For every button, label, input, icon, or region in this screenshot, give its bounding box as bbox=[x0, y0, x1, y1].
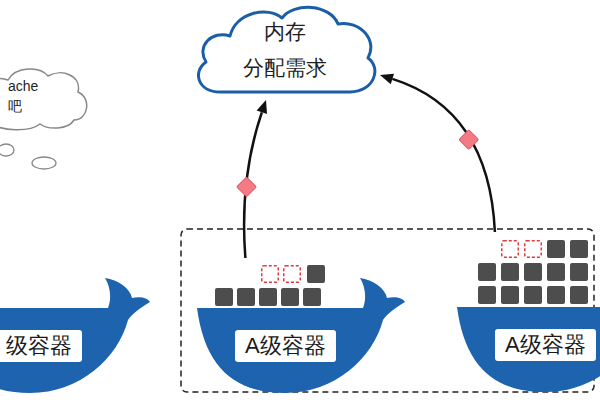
container-block bbox=[501, 263, 519, 281]
container-block bbox=[570, 286, 588, 304]
container-block bbox=[547, 240, 565, 258]
container-block bbox=[524, 286, 542, 304]
arrow-group bbox=[237, 100, 267, 258]
thought-text-wrap: ache 吧 bbox=[8, 76, 52, 116]
freed-slot bbox=[284, 266, 301, 283]
node-outline bbox=[195, 258, 405, 393]
container-whale: 级容器 bbox=[0, 258, 150, 393]
container-block bbox=[501, 286, 519, 304]
node-outline bbox=[0, 258, 150, 393]
container-block bbox=[547, 286, 565, 304]
container-block bbox=[547, 263, 565, 281]
container-label: A级容器 bbox=[245, 333, 326, 358]
demand-cloud: 内存 分配需求 bbox=[190, 0, 380, 100]
container-label: A级容器 bbox=[505, 332, 586, 357]
thought-bubble-dot bbox=[32, 157, 56, 169]
label-plate: 级容器 bbox=[0, 330, 82, 362]
request-token bbox=[459, 130, 479, 150]
arrow-head bbox=[380, 74, 394, 84]
cloud-outline bbox=[198, 7, 374, 92]
cloud-text-wrap: 内存 分配需求 bbox=[190, 14, 380, 86]
label-plate: A级容器 bbox=[235, 330, 336, 362]
request-arrow bbox=[392, 79, 495, 232]
node-outline bbox=[190, 0, 380, 100]
container-block bbox=[570, 263, 588, 281]
arrow-group bbox=[380, 74, 495, 232]
request-token bbox=[237, 177, 257, 197]
cloud-label: 内存 分配需求 bbox=[239, 14, 331, 86]
whale-hull bbox=[0, 278, 150, 393]
container-block bbox=[524, 263, 542, 281]
thought-label: ache 吧 bbox=[8, 76, 52, 116]
container-block bbox=[478, 286, 496, 304]
node-outline bbox=[455, 232, 600, 392]
whale-hull bbox=[197, 278, 405, 393]
container-whale: A级容器 bbox=[455, 232, 600, 392]
thought-cloud: ache 吧 bbox=[0, 66, 90, 132]
label-plate: A级容器 bbox=[495, 329, 596, 361]
container-block bbox=[307, 265, 325, 283]
freed-slot bbox=[502, 241, 519, 258]
container-label: 级容器 bbox=[6, 333, 72, 358]
container-block bbox=[259, 288, 277, 306]
container-block bbox=[303, 288, 321, 306]
container-block bbox=[478, 263, 496, 281]
thought-bubble-dot bbox=[0, 144, 14, 156]
freed-slot bbox=[262, 266, 279, 283]
container-whale: A级容器 bbox=[195, 258, 405, 393]
container-block bbox=[237, 288, 255, 306]
container-block bbox=[215, 288, 233, 306]
arrow-head bbox=[257, 100, 267, 114]
container-block bbox=[570, 240, 588, 258]
container-block bbox=[281, 288, 299, 306]
thought-outline bbox=[0, 69, 87, 130]
whale-hull bbox=[457, 277, 600, 392]
freed-slot bbox=[525, 241, 542, 258]
